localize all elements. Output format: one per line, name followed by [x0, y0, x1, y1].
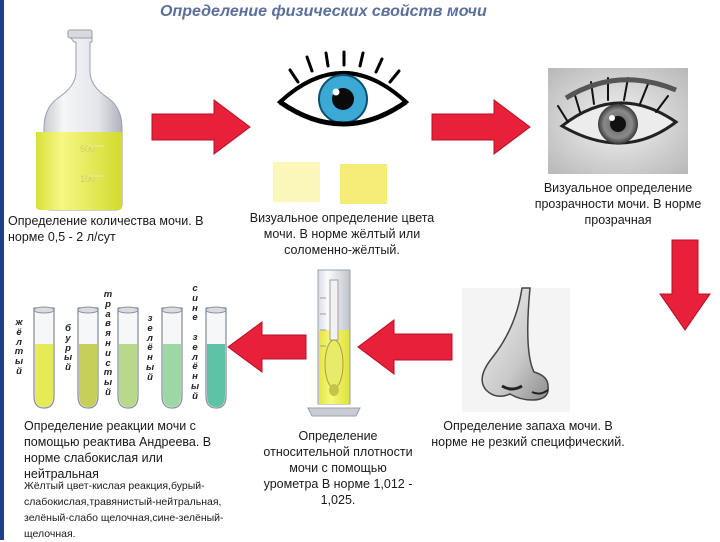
caption-color: Визуальное определение цвета мочи. В нор…: [232, 210, 452, 258]
tube-grassy: [116, 306, 140, 410]
color-swatch-light: [273, 162, 320, 202]
tube-yellow: [32, 306, 56, 410]
eye-gray-photo: [548, 68, 688, 174]
arrow-right-1: [152, 100, 252, 154]
tube-label-brown: б у р ы й: [63, 324, 73, 373]
arrow-left-2: [228, 322, 306, 372]
tube-label-yellow: ж ё л т ы й: [14, 318, 24, 377]
reaction-note: Жёлтый цвет-кислая реакция,бурый-слабоки…: [24, 478, 250, 542]
caption-quantity: Определение количества мочи. В норме 0,5…: [8, 213, 228, 245]
tube-bluegreen: [204, 306, 228, 410]
urometer-cylinder-image: [304, 268, 364, 418]
color-swatch-dark: [340, 164, 387, 204]
tube-label-grassy: т р а в я н и с т ы й: [103, 290, 113, 398]
caption-clarity: Визуальное определение прозрачности мочи…: [530, 180, 706, 228]
caption-smell: Определение запаха мочи. В норме не резк…: [430, 418, 626, 450]
arrow-right-2: [432, 100, 532, 154]
nose-image: [462, 288, 570, 412]
eye-blue-image: [268, 52, 418, 142]
tube-label-green: з е л ё н ы й: [145, 314, 155, 383]
page-title: Определение физических свойств мочи: [160, 3, 487, 21]
tube-label-bluegreen: с и н е з е л ё н ы й: [190, 284, 200, 402]
left-accent-bar: [0, 0, 4, 540]
arrow-down: [660, 240, 710, 332]
bottle-image: 500 100: [28, 28, 138, 212]
caption-reaction: Определение реакции мочи с помощью реакт…: [24, 418, 234, 482]
tube-brown: [76, 306, 100, 410]
tube-green: [160, 306, 184, 410]
arrow-left-1: [358, 320, 452, 374]
caption-density: Определение относительной плотности мочи…: [262, 428, 414, 508]
